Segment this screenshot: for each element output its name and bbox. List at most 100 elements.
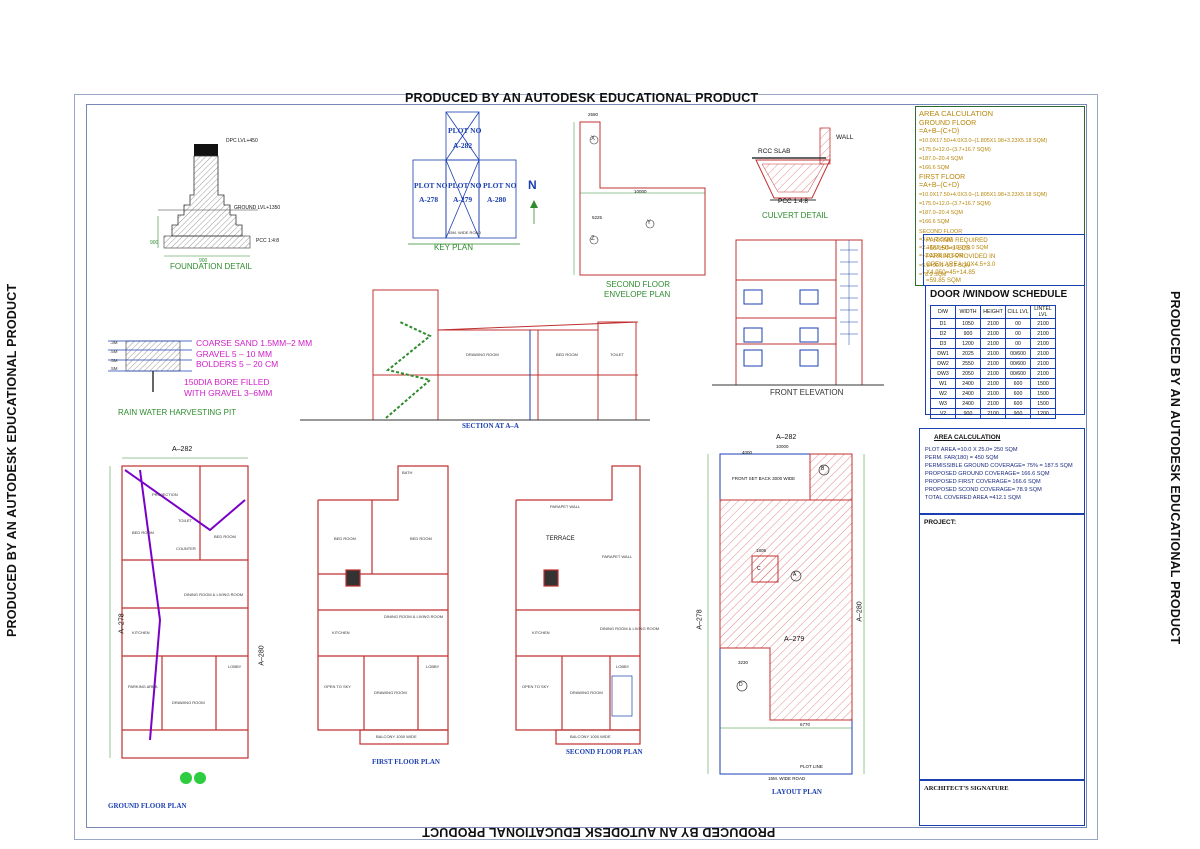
gf-top-label: A–282 — [172, 446, 193, 453]
area-line: =166.6 SQM — [919, 165, 950, 171]
section-room1: DRAWING ROOM — [466, 352, 499, 357]
area-summary-line: TOTAL COVERED AREA =412.1 SQM — [925, 495, 1021, 501]
table-cell: 2100 — [1030, 358, 1056, 369]
table-cell: 1050 — [955, 318, 981, 329]
key-plot-mid-no: A-279 — [453, 195, 473, 204]
culvert-detail — [752, 127, 831, 201]
layout-dim-10000: 10000 — [776, 444, 789, 449]
table-cell: 2100 — [980, 318, 1006, 329]
gf-room: PROJECTION — [152, 492, 178, 497]
table-header: CILL LVL — [1005, 305, 1031, 319]
rain-l2: GRAVEL 5 – 10 MM — [196, 349, 273, 359]
table-cell: 2550 — [955, 358, 981, 369]
area-line: =5.8+90.0–16.7 SQM — [919, 263, 971, 269]
env-mark-z: Z — [591, 236, 595, 242]
door-window-title: DOOR /WINDOW SCHEDULE — [930, 289, 1068, 300]
ff-room: BALCONY 1000 WIDE — [376, 734, 417, 739]
envelope-plan — [573, 121, 706, 276]
layout-dim-4000: 4000 — [742, 450, 753, 455]
second-floor-plan — [515, 465, 641, 745]
layout-top-label: A–282 — [776, 434, 797, 441]
table-cell: 00 — [1005, 328, 1031, 339]
rain-title: RAIN WATER HARVESTING PIT — [118, 408, 237, 417]
env-title-1: SECOND FLOOR — [606, 280, 671, 289]
foundation-dpc: DPC LVL+450 — [226, 138, 258, 144]
parking-line: PARKING REQUIRED — [926, 237, 988, 244]
signature-box: ARCHITECT'S SIGNATURE — [919, 780, 1085, 826]
gf-room: LOBBY — [228, 664, 242, 669]
section-room2: BED ROOM — [556, 352, 578, 357]
area-calc-box: AREA CALCULATION GROUND FLOOR =A+B–(C+D)… — [915, 106, 1085, 286]
table-cell: 900 — [1005, 408, 1031, 419]
table-cell: V2 — [930, 408, 956, 419]
sf-room: LOBBY — [616, 664, 630, 669]
foundation-pcc: PCC 1:4:8 — [256, 238, 280, 244]
section-title: SECTION AT A–A — [462, 422, 519, 430]
table-cell: 00/600 — [1005, 348, 1031, 359]
layout-plan-title: LAYOUT PLAN — [772, 788, 822, 796]
sheet-inner-border — [86, 104, 1087, 828]
env-mark-y: Y — [647, 220, 652, 226]
layout-left-label: A–278 — [696, 609, 704, 630]
culvert-wall: WALL — [836, 134, 854, 141]
table-cell: 900 — [955, 328, 981, 339]
table-cell: 2100 — [980, 348, 1006, 359]
table-cell: 2100 — [1030, 338, 1056, 349]
table-cell: 2100 — [1030, 328, 1056, 339]
gf-room: BED ROOM — [214, 534, 236, 539]
table-cell: D3 — [930, 338, 956, 349]
table-cell: D2 — [930, 328, 956, 339]
gf-room: DRAWING ROOM — [172, 700, 205, 705]
layout-mark-b: B — [821, 466, 825, 472]
ff-room: BATH — [402, 470, 413, 475]
area-line: =187.0–20.4 SQM — [919, 210, 963, 216]
key-plan — [408, 111, 538, 245]
ff-room: OPEN TO SKY — [324, 684, 351, 689]
table-cell: 2100 — [980, 368, 1006, 379]
table-header: D/W — [930, 305, 956, 319]
rain-t1: .3M — [110, 340, 118, 345]
area-line: =175.0+12.0–(3.7+16.7 SQM) — [919, 147, 991, 153]
north-arrow-icon: N — [528, 178, 537, 192]
second-floor-title: SECOND FLOOR PLAN — [566, 748, 643, 756]
layout-plot-line: PLOT LINE — [800, 764, 823, 769]
layout-road: 15M. WIDE ROAD — [768, 776, 806, 781]
area-line: =2.18X3.415+10.0X9.0 SQM — [919, 245, 989, 251]
table-cell: 1500 — [1030, 388, 1056, 399]
foundation-width: 900 — [199, 258, 208, 264]
gf-room: KITCHEN — [132, 630, 150, 635]
sf-room: DRAWING ROOM — [570, 690, 603, 695]
parking-line: OPEN AREA:10X4.5+3.0 — [926, 261, 996, 268]
area-line: =A+B–(C+D) — [919, 182, 960, 189]
table-cell: W1 — [930, 378, 956, 389]
key-plot-mid: PLOT NO — [448, 181, 482, 190]
layout-dim-1805: 1805 — [756, 548, 767, 553]
layout-plan — [707, 453, 865, 775]
env-mark-x: X — [591, 136, 596, 142]
watermark-top: PRODUCED BY AN AUTODESK EDUCATIONAL PROD… — [405, 91, 759, 105]
table-cell: 600 — [1005, 388, 1031, 399]
env-dim-mid: 10000 — [634, 189, 647, 194]
ground-floor-plan — [109, 457, 249, 784]
layout-mark-a: A — [793, 572, 797, 578]
layout-setback: FRONT SET BACK 3000 WIDE — [732, 476, 796, 481]
area-summary-line: PROPOSED FIRST COVERAGE= 166.6 SQM — [925, 479, 1041, 485]
area-summary-line: PROPOSED GROUND COVERAGE= 166.6 SQM — [925, 471, 1050, 477]
rain-t4: .5M — [110, 366, 118, 371]
gf-room: PARKING AREA — [128, 684, 158, 689]
parking-line: PARKING PROVIDED IN — [926, 253, 996, 260]
layout-mid-label: A–279 — [784, 636, 805, 643]
key-plan-title: KEY PLAN — [434, 243, 473, 252]
table-cell: 2100 — [980, 328, 1006, 339]
sf-room: PARAPET WALL — [550, 504, 581, 509]
area-line: =166.6 SQM — [919, 219, 950, 225]
area-line: GROUND FLOOR — [919, 120, 977, 127]
foundation-depth: 900 — [150, 240, 159, 246]
foundation-title: FOUNDATION DETAIL — [170, 262, 252, 271]
table-cell: 2025 — [955, 348, 981, 359]
